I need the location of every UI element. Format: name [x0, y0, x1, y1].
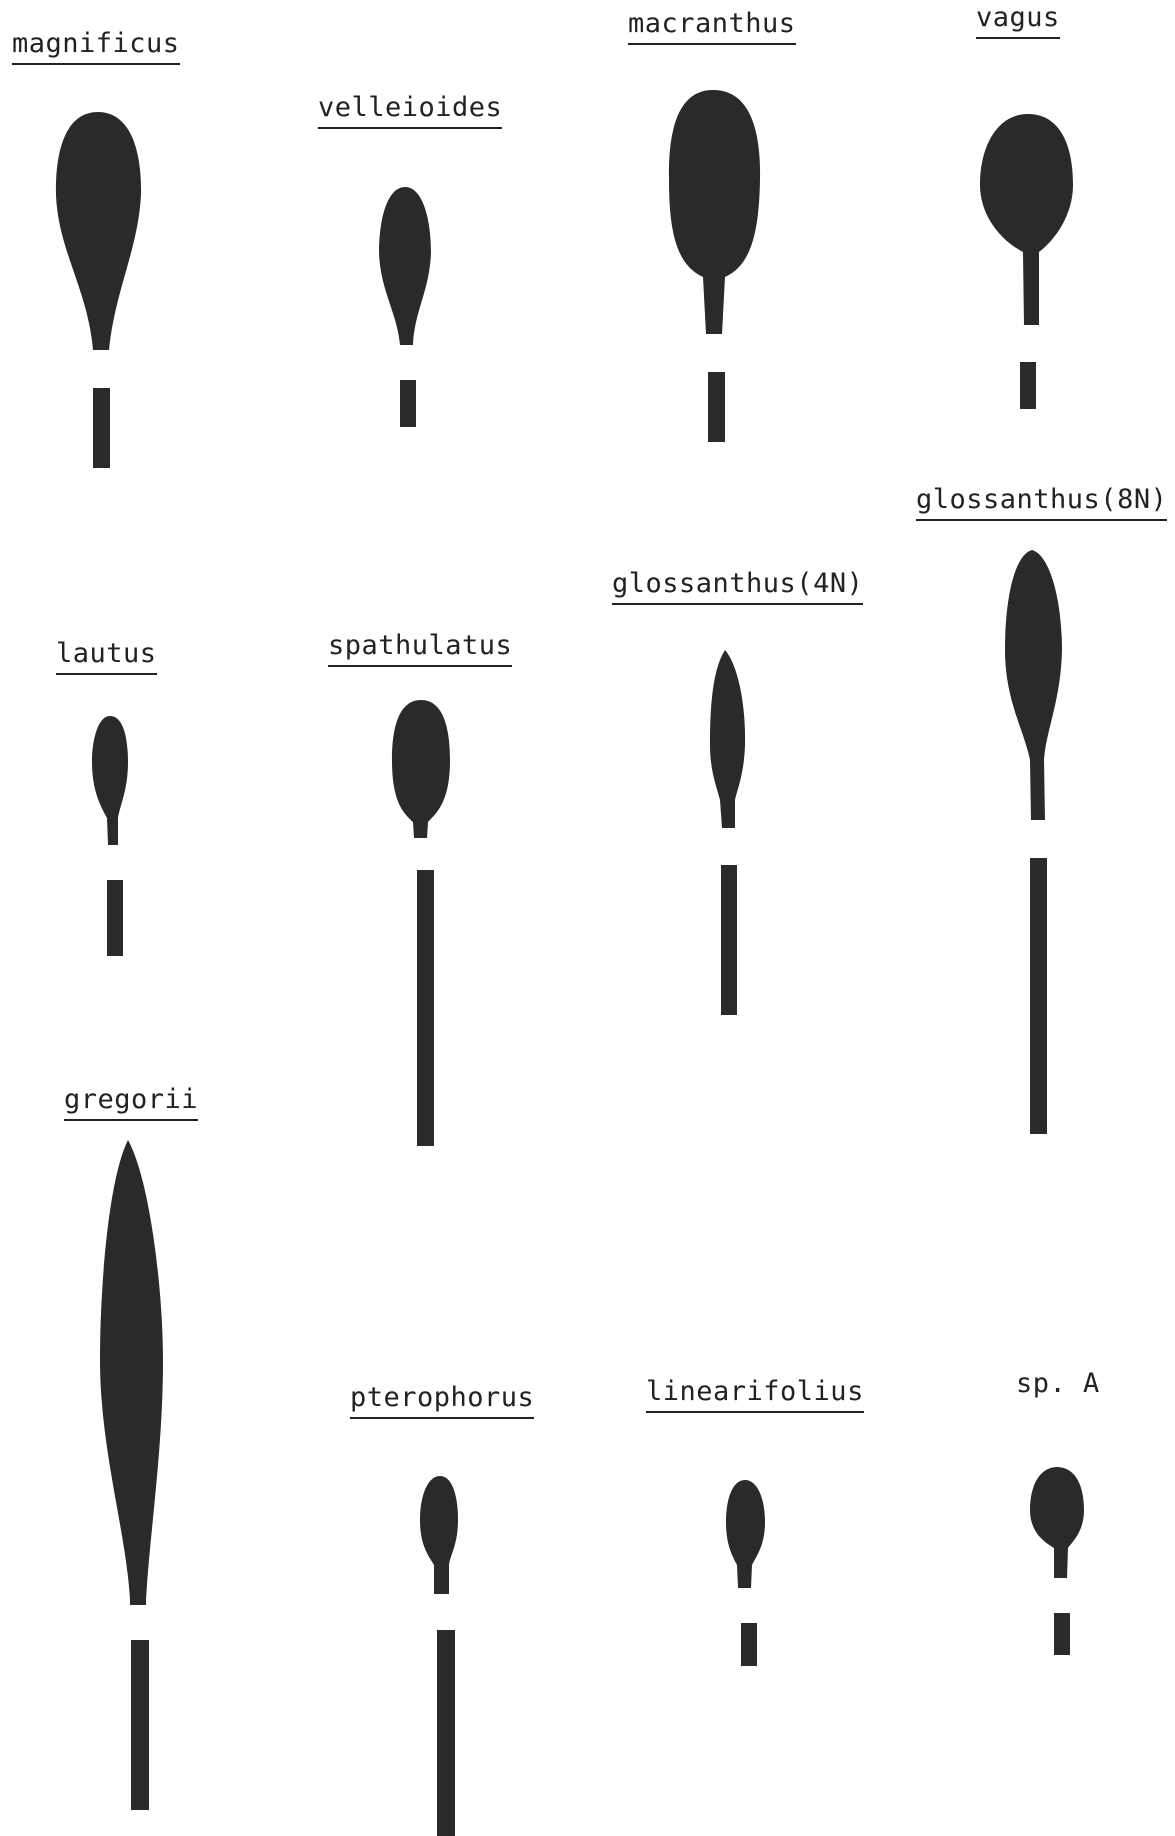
specimen-linearifolius — [726, 1480, 765, 1666]
stalk-glossanthus-8n — [1030, 858, 1047, 1134]
blade-glossanthus-8n — [1005, 550, 1062, 820]
specimen-pterophorus — [420, 1476, 458, 1836]
stalk-gregorii — [131, 1640, 149, 1810]
blade-vagus — [980, 114, 1073, 325]
specimen-magnificus — [56, 112, 141, 468]
stalk-pterophorus — [437, 1630, 455, 1836]
specimen-vagus — [980, 114, 1073, 409]
specimen-glossanthus-8n — [1005, 550, 1062, 1134]
blade-lautus — [92, 716, 128, 845]
blade-magnificus — [56, 112, 141, 350]
specimen-velleioides — [379, 187, 431, 427]
blade-glossanthus-4n — [710, 650, 745, 828]
blade-sp-a — [1030, 1467, 1084, 1578]
specimen-gregorii — [100, 1140, 163, 1810]
blade-gregorii — [100, 1140, 163, 1605]
stalk-velleioides — [400, 380, 416, 427]
specimen-lautus — [92, 716, 128, 956]
blade-macranthus — [669, 90, 760, 334]
stalk-macranthus — [708, 372, 725, 442]
stalk-vagus — [1020, 362, 1036, 409]
blade-linearifolius — [726, 1480, 765, 1588]
specimen-macranthus — [669, 90, 760, 442]
specimen-glossanthus-4n — [710, 650, 745, 1015]
stalk-glossanthus-4n — [721, 865, 737, 1015]
stalk-magnificus — [93, 388, 110, 468]
blade-spathulatus — [392, 700, 450, 838]
stalk-sp-a — [1054, 1613, 1070, 1655]
stalk-spathulatus — [417, 870, 434, 1146]
stalk-lautus — [107, 880, 123, 956]
stalk-linearifolius — [741, 1623, 757, 1666]
blade-velleioides — [379, 187, 431, 345]
specimen-spathulatus — [392, 700, 450, 1146]
specimen-sp-a — [1030, 1467, 1084, 1655]
blade-pterophorus — [420, 1476, 458, 1594]
